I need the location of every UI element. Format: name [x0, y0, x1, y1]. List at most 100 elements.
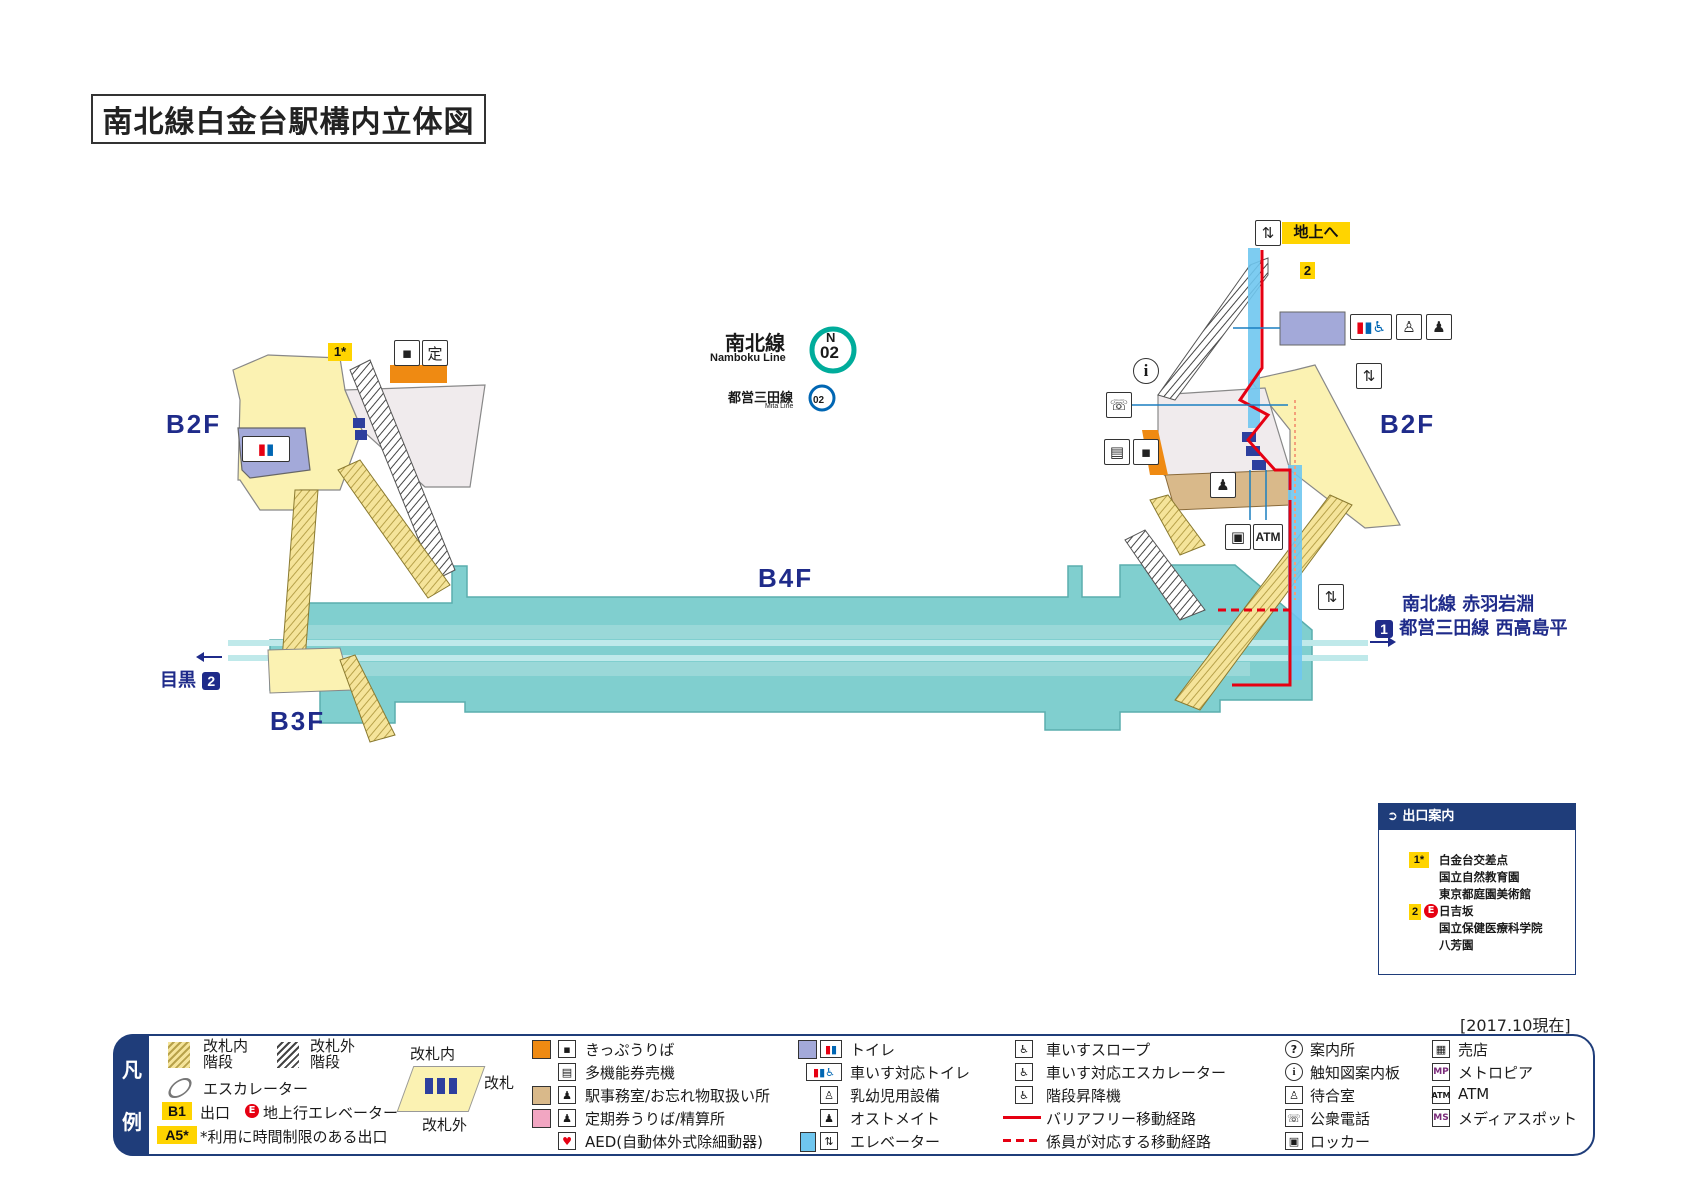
station-office-icon: ♟ — [1210, 472, 1236, 498]
date-note: [2017.10現在] — [1460, 1016, 1571, 1035]
legend-wheelchair-toilet: 車いす対応トイレ — [850, 1064, 971, 1082]
kiosk-icon: ▦ — [1432, 1040, 1450, 1058]
legend-wheelchair-escalator: 車いす対応エスカレーター — [1046, 1064, 1227, 1082]
stairs-inside — [337, 459, 451, 599]
barrier-free-route — [1232, 500, 1292, 687]
toilet-swatch — [798, 1040, 817, 1059]
legend-multi-ticket: 多機能券売機 — [585, 1064, 676, 1082]
platform-edge — [300, 625, 1250, 639]
legend-kiosk: 売店 — [1458, 1041, 1489, 1059]
barrier-free-route-swatch — [1003, 1116, 1041, 1119]
legend-gate-outside: 改札外 — [422, 1116, 468, 1134]
elevator-icon: ⇅ — [820, 1132, 838, 1150]
media-spot-icon: MS — [1432, 1109, 1450, 1127]
ticket-gate — [1252, 460, 1266, 470]
legend-gate: 改札 — [484, 1074, 515, 1092]
gate-mark — [449, 1078, 457, 1094]
legend-atm: ATM — [1458, 1085, 1490, 1103]
exit-1-tag[interactable]: 1* — [328, 343, 352, 361]
locker-icon: ▣ — [1285, 1132, 1303, 1150]
legend-side-bar: 凡 例 — [113, 1034, 149, 1156]
exit-guide-tag-1: 1* — [1409, 852, 1429, 868]
elevator-swatch — [800, 1132, 816, 1152]
legend-wheelchair-slope: 車いすスロープ — [1046, 1041, 1151, 1059]
wheelchair-slope-icon: ♿ — [1015, 1040, 1033, 1058]
mita-line-english: Mita Line — [765, 403, 794, 410]
legend-barrier-free-route: バリアフリー移動経路 — [1046, 1110, 1197, 1128]
right-destination-namboku: 南北線 赤羽岩淵 — [1402, 594, 1535, 615]
legend-info-desk: 案内所 — [1310, 1041, 1356, 1059]
right-platform-number: 1 — [1375, 620, 1393, 638]
right-destination-mita: 1 都営三田線 西高島平 — [1375, 614, 1568, 640]
legend-timed-exit: *利用に時間制限のある出口 — [200, 1128, 388, 1146]
escalator — [1157, 257, 1269, 401]
floor-label-b2f-left: B2F — [166, 409, 222, 439]
exit-guide-header: ➲ 出口案内 — [1379, 804, 1575, 830]
tactile-map-icon: i — [1133, 358, 1159, 384]
legend-stairs-outside: 改札外 階段 — [310, 1037, 356, 1071]
commuter-pass-swatch — [532, 1109, 551, 1128]
legend-public-phone: 公衆電話 — [1310, 1110, 1371, 1128]
left-destination-name: 目黒 — [160, 670, 196, 691]
platform-b4f — [228, 564, 1368, 731]
left-arrowhead — [196, 652, 204, 662]
mita-line-name: 都営三田線 — [728, 391, 794, 406]
stairs-inside — [1149, 494, 1206, 556]
waiting-room-icon: ♙ — [1285, 1086, 1303, 1104]
page-title: 南北線白金台駅構内立体図 — [102, 105, 475, 140]
baby-facility-icon: ♙ — [820, 1086, 838, 1104]
station-office-swatch — [532, 1086, 551, 1105]
floor-label-b2f-right: B2F — [1380, 409, 1436, 439]
legend-panel — [113, 1034, 1595, 1156]
exit1-dest: 国立自然教育園 — [1439, 870, 1520, 884]
wheelchair-toilet-icon: ▮▮♿ — [1350, 314, 1392, 340]
ticket-machine-icon: ▪ — [1133, 439, 1159, 465]
legend-aed: AED(自動体外式除細動器) — [585, 1133, 763, 1151]
stairs-inside — [1174, 494, 1353, 711]
exit1-dest: 東京都庭園美術館 — [1439, 887, 1531, 901]
legend-elevator: エレベーター — [850, 1133, 941, 1151]
commuter-pass-icon: 定 — [422, 340, 448, 366]
elevator-icon: ⇅ — [1255, 220, 1281, 246]
right-concourse-b2f — [1118, 248, 1401, 711]
exit-guide-panel: ➲ 出口案内 1* 白金台交差点 国立自然教育園 東京都庭園美術館 2 E 日吉… — [1378, 803, 1576, 975]
namboku-line-badge — [809, 326, 857, 374]
legend-side-char: 凡 — [122, 1058, 142, 1082]
floor-label-b3f: B3F — [270, 706, 326, 736]
info-desk-icon: ? — [1285, 1040, 1303, 1058]
legend-tactile-map: 触知図案内板 — [1310, 1064, 1401, 1082]
staff-route-swatch — [1003, 1139, 1041, 1142]
atm-icon: ATM — [1432, 1086, 1451, 1104]
legend-side-char: 例 — [122, 1110, 142, 1134]
elevator-icon: ⇅ — [1356, 363, 1382, 389]
metropia-icon: MP — [1432, 1063, 1450, 1081]
legend-station-office: 駅事務室/お忘れ物取扱い所 — [585, 1087, 771, 1105]
namboku-line-name: 南北線 — [725, 331, 785, 355]
stairs-outside-swatch — [277, 1042, 299, 1068]
elevator-icon: ⇅ — [1318, 584, 1344, 610]
elevator-shaft — [1248, 248, 1260, 428]
ticket-gate — [355, 430, 367, 440]
legend-toilet: トイレ — [850, 1041, 896, 1059]
toilet-area — [1279, 311, 1346, 346]
to-ground-tag[interactable]: 地上へ — [1282, 222, 1350, 244]
toilet-icon: ▮▮ — [820, 1040, 842, 1058]
legend-baby-facility: 乳幼児用設備 — [850, 1087, 941, 1105]
namboku-letter: N — [826, 330, 836, 345]
public-phone-icon: ☏ — [1285, 1109, 1303, 1127]
exit1-dest: 白金台交差点 — [1439, 853, 1508, 867]
legend-exit: 出口 — [200, 1104, 231, 1122]
exit-2-tag[interactable]: 2 — [1300, 262, 1315, 279]
public-phone-icon: ☏ — [1106, 392, 1132, 418]
mita-number: 02 — [813, 395, 825, 406]
gate-mark — [437, 1078, 445, 1094]
legend-escalator: エスカレーター — [203, 1080, 309, 1098]
commuter-pass-icon: ♟ — [558, 1109, 576, 1127]
ostomate-icon: ♟ — [820, 1109, 838, 1127]
wheelchair-toilet-icon: ▮▮♿ — [806, 1063, 842, 1081]
ticket-machine-icon: ▪ — [558, 1040, 576, 1058]
track-line — [228, 640, 1368, 646]
legend-ground-elevator: 地上行エレベーター — [263, 1104, 399, 1122]
ground-elevator-icon: E — [1424, 904, 1438, 918]
multi-ticket-machine-icon: ▤ — [558, 1063, 576, 1081]
